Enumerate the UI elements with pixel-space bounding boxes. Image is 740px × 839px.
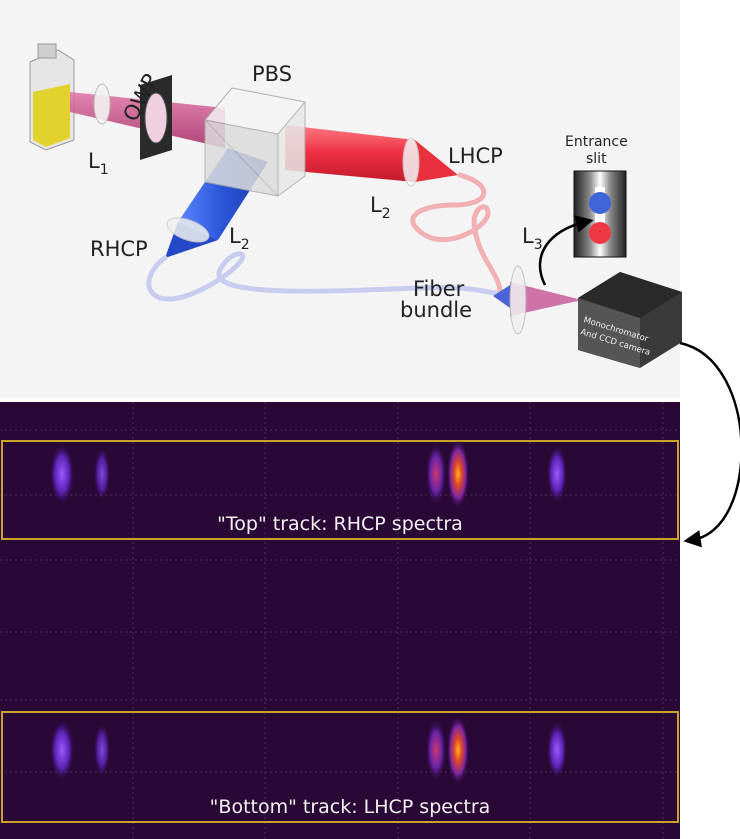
camera-to-track-arrow (679, 341, 740, 548)
lens-l2-rhcp (166, 217, 210, 243)
slit-arrow (538, 215, 594, 286)
spectral-line (426, 720, 446, 780)
setup-background (0, 0, 680, 398)
top-track-box (1, 440, 679, 540)
ccd-image: "Top" track: RHCP spectra "Bottom" track… (0, 402, 680, 839)
spectral-line (94, 448, 110, 500)
l3-label: L3 (522, 224, 543, 253)
rhcp-fiber (146, 251, 503, 302)
quarter-wave-plate (140, 75, 172, 160)
monochromator-ccd-camera: Monochromator And CCD camera (578, 272, 682, 368)
l2-lhcp-label: L2 (370, 193, 391, 222)
spectral-line (94, 724, 110, 776)
polarizing-beam-splitter (204, 87, 306, 197)
lens-l2-lhcp (402, 137, 420, 187)
spectral-line (547, 446, 567, 502)
bottom-track-box (1, 711, 679, 823)
entrance-slit (573, 170, 627, 258)
spectral-line (547, 722, 567, 778)
lhcp-focus-cone (415, 140, 458, 182)
l2-rhcp-label: L2 (229, 224, 250, 253)
top-track-spots (50, 440, 567, 508)
rhcp-spot (589, 192, 611, 214)
lens-l3 (509, 265, 527, 335)
pbs-label: PBS (252, 62, 292, 86)
l3-output-cone (510, 282, 582, 316)
fiber-bundle-tip (493, 285, 510, 308)
lens-l1 (93, 83, 111, 125)
entrance-label-line2: slit (586, 151, 607, 167)
ccd-grid (0, 402, 680, 839)
l1-label: L1 (88, 149, 109, 178)
lhcp-fiber (410, 172, 503, 295)
spectral-line (426, 444, 446, 504)
sample-cuvette (29, 43, 75, 151)
entrance-label-line1: Entrance (565, 134, 628, 150)
spectral-line (447, 440, 469, 508)
spectral-line (50, 444, 74, 504)
rhcp-label: RHCP (90, 237, 148, 261)
fiber-label-line1: Fiber (413, 277, 465, 301)
spectral-line (447, 716, 469, 784)
lhcp-beam (285, 125, 415, 182)
top-track-label: "Top" track: RHCP spectra (217, 513, 463, 535)
lhcp-label: LHCP (448, 144, 503, 168)
lhcp-spot (589, 222, 611, 244)
fiber-label-line2: bundle (400, 298, 472, 322)
spectral-line (50, 720, 74, 780)
bottom-track-label: "Bottom" track: LHCP spectra (210, 796, 491, 818)
bottom-track-spots (50, 716, 567, 784)
